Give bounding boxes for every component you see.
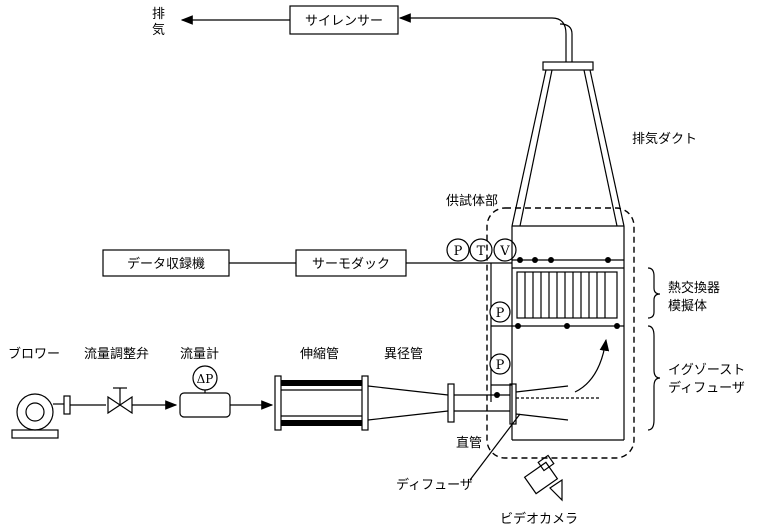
diffuser (515, 385, 600, 421)
exhaust-diffuser-label-2: ディフューザ (668, 380, 745, 396)
heat-exchanger-label-1: 熱交換器 (668, 280, 720, 296)
flowmeter: ΔP (179, 365, 231, 418)
test-section-boundary (486, 207, 635, 459)
heat-exchanger-brace (647, 267, 661, 319)
flow-valve (107, 387, 133, 415)
svg-text:P: P (496, 358, 505, 373)
expansion-pipe (274, 375, 369, 431)
straight-pipe (454, 383, 517, 425)
expansion-pipe-label: 伸縮管 (300, 346, 339, 362)
heat-exchanger-core (512, 271, 624, 329)
blower-label: ブロワー (8, 346, 60, 362)
gauge-v: V (493, 238, 517, 262)
gauge-t: T (469, 238, 493, 262)
video-camera-icon (523, 454, 563, 502)
blower (11, 393, 71, 439)
flow-valve-label: 流量調整弁 (84, 347, 149, 362)
straight-pipe-label: 直管 (456, 436, 482, 451)
exhaust-diffuser-label-1: イグゾースト (668, 363, 745, 378)
exhaust-duct (511, 61, 625, 227)
gauge-p-mid: P (489, 301, 511, 323)
reducer-label: 異径管 (384, 347, 423, 362)
silencer-box (289, 5, 399, 35)
thermodac-label: サーモダック (312, 257, 390, 272)
exhaust-label-2: 気 (152, 22, 165, 38)
reducer (367, 383, 455, 423)
video-camera-label: ビデオカメラ (500, 511, 578, 527)
svg-text:V: V (499, 244, 510, 259)
svg-text:T: T (477, 244, 486, 259)
diffuser-leader (469, 413, 521, 481)
heat-exchanger-label-2: 模擬体 (668, 298, 707, 314)
exhaust-label-1: 排 (152, 7, 165, 22)
silencer-label: サイレンサー (305, 14, 383, 29)
svg-text:P: P (496, 306, 505, 321)
exhaust-outlet: 排 気 (152, 7, 165, 38)
test-section-body (511, 225, 625, 441)
svg-text:P: P (454, 244, 463, 259)
duct-pipe-inner (559, 23, 573, 62)
exhaust-duct-label: 排気ダクト (632, 131, 697, 147)
duct-to-silencer-pipe (398, 13, 567, 62)
flow-arrow (574, 338, 610, 393)
test-section-label: 供試体部 (446, 193, 498, 209)
flowmeter-label: 流量計 (180, 346, 219, 362)
gauge-p-low: P (489, 353, 511, 375)
gauge-p-top: P (446, 238, 470, 262)
diffuser-label: ディフューザ (396, 477, 473, 493)
delta-p-label: ΔP (197, 372, 214, 386)
diffuser-brace (647, 325, 661, 431)
data-recorder-label: データ収録機 (127, 256, 205, 272)
